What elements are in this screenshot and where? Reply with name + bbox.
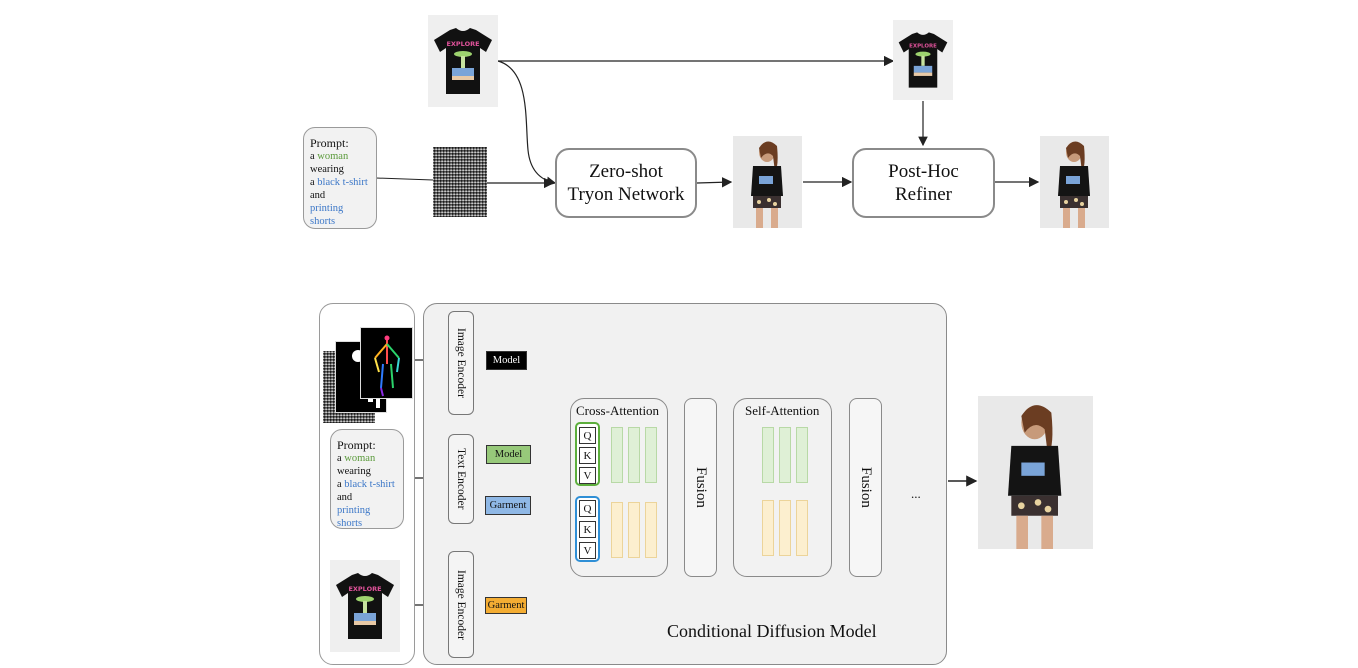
svg-text:EXPLORE: EXPLORE (348, 585, 381, 593)
garment-token-blue: Garment (485, 496, 531, 515)
feature-bar (645, 427, 657, 483)
feature-bar (796, 500, 808, 556)
feature-bar (645, 502, 657, 558)
prompt-line: and (337, 492, 353, 503)
prompt-line: printing shorts (337, 505, 371, 529)
tshirt-icon: EXPLORE (898, 32, 948, 88)
feature-bar (779, 500, 791, 556)
query-1: Q (579, 427, 596, 444)
feature-bar (611, 502, 623, 558)
feature-bar (628, 502, 640, 558)
feature-bar (628, 427, 640, 483)
model-token-green: Model (486, 445, 531, 464)
tryon-result-image (733, 136, 802, 228)
image-encoder-bottom: Image Encoder (448, 551, 474, 658)
prompt-card-bottom: Prompt: a woman wearing a black t-shirt … (330, 429, 404, 529)
refiner-label-line2: Refiner (895, 184, 952, 205)
key-1: K (579, 447, 596, 464)
prompt-line: and (310, 190, 326, 201)
prompt-line: a black t-shirt (337, 479, 395, 490)
fusion-block-2: Fusion (849, 398, 882, 577)
tryon-label-line1: Zero-shot (589, 161, 663, 182)
noise-image (433, 147, 487, 217)
feature-bar (762, 427, 774, 483)
prompt-title: Prompt: (337, 438, 376, 452)
person-icon (1008, 405, 1062, 549)
prompt-title: Prompt: (310, 136, 349, 150)
svg-text:EXPLORE: EXPLORE (909, 43, 937, 49)
feature-bar (796, 427, 808, 483)
ellipsis: ... (911, 486, 921, 501)
query-2: Q (579, 500, 596, 517)
pose-skeleton-icon (374, 335, 400, 397)
value-1: V (579, 467, 596, 484)
cross-attention-label: Cross-Attention (576, 403, 660, 418)
text-encoder: Text Encoder (448, 434, 474, 524)
svg-text:EXPLORE: EXPLORE (446, 40, 479, 48)
prompt-line: a black t-shirt (310, 177, 368, 188)
output-image (978, 396, 1093, 549)
garment-token-orange: Garment (485, 597, 527, 614)
fusion-block-1: Fusion (684, 398, 717, 577)
prompt-line: wearing (310, 164, 344, 175)
key-2: K (579, 521, 596, 538)
prompt-line: wearing (337, 466, 371, 477)
self-attention-label: Self-Attention (745, 403, 820, 418)
garment-image-top-left: EXPLORE (428, 15, 498, 107)
feature-bar (779, 427, 791, 483)
model-token-black: Model (486, 351, 527, 370)
prompt-line: a woman (310, 151, 349, 162)
person-icon (1058, 141, 1090, 228)
prompt-line: printing shorts (310, 203, 344, 227)
refiner-label-line1: Post-Hoc (888, 161, 959, 182)
prompt-card-top: Prompt: a woman wearing a black t-shirt … (303, 127, 377, 229)
prompt-line: a woman (337, 453, 376, 464)
value-2: V (579, 542, 596, 559)
tryon-label-line2: Tryon Network (567, 184, 685, 205)
garment-image-bottom: EXPLORE (330, 560, 400, 652)
tshirt-icon: EXPLORE (434, 28, 492, 94)
refined-result-image (1040, 136, 1109, 228)
person-icon (751, 141, 783, 228)
image-encoder-top: Image Encoder (448, 311, 474, 415)
pose-image (360, 327, 413, 399)
conditional-diffusion-label: Conditional Diffusion Model (667, 621, 877, 641)
garment-image-top-right: EXPLORE (893, 20, 953, 100)
tshirt-icon: EXPLORE (336, 573, 394, 639)
feature-bar (762, 500, 774, 556)
feature-bar (611, 427, 623, 483)
